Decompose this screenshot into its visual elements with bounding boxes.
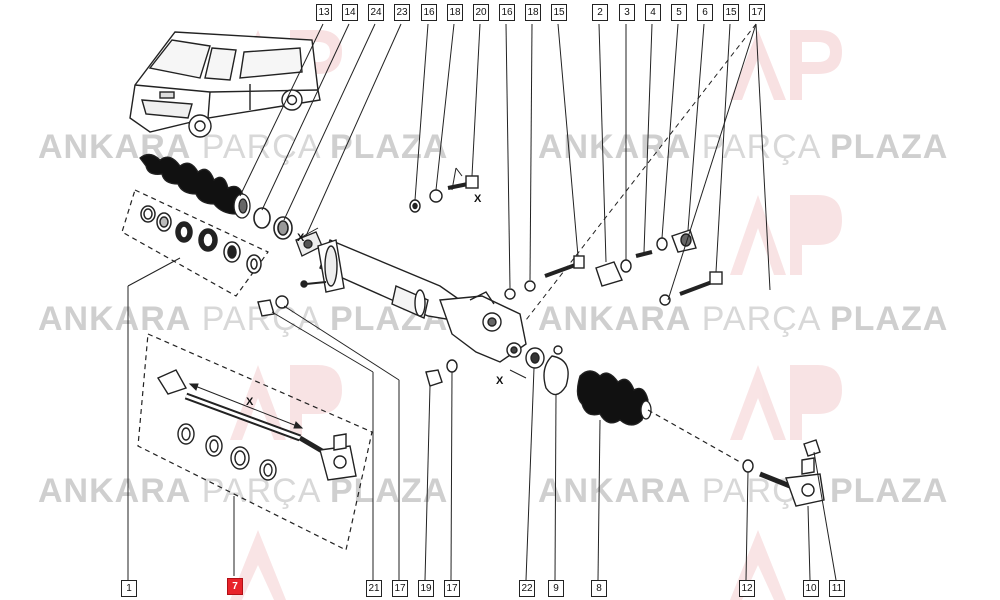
gasket [543,355,569,396]
part-callout[interactable]: 24 [368,4,384,21]
pinion-seal [525,347,545,369]
logo-watermark-icon [730,30,842,100]
part-callout[interactable]: 17 [749,4,765,21]
part-callout[interactable]: 16 [499,4,515,21]
part-callout[interactable]: 13 [316,4,332,21]
leader-lines [127,257,837,581]
part-callout[interactable]: 15 [723,4,739,21]
tie-rod-nut-right [742,459,754,473]
part-callout[interactable]: 11 [829,580,845,597]
dimension-arrow [299,167,527,379]
part-callout[interactable]: 8 [591,580,607,597]
castle-nut [803,439,821,457]
boot-clip-ring [253,207,293,240]
part-callout[interactable]: 10 [803,580,819,597]
gasket-tab [553,345,563,355]
logo-watermark-icon [230,365,342,440]
pinion-bolt-assembly [409,175,479,213]
tie-rod-end-right [759,457,825,507]
part-callout[interactable]: 1 [121,580,137,597]
part-callout[interactable]: 14 [342,4,358,21]
part-callout[interactable]: 17 [444,580,460,597]
part-callout[interactable]: 23 [394,4,410,21]
left-bellows [139,153,251,219]
part-callout[interactable]: 18 [447,4,463,21]
left-nut-assembly [257,295,289,317]
part-callout[interactable]: 2 [592,4,608,21]
part-callout[interactable]: 15 [551,4,567,21]
steering-rack-housing [300,239,527,363]
part-callout[interactable]: 22 [519,580,535,597]
tie-rod-kit-box [137,333,373,551]
part-callout[interactable]: 21 [366,580,382,597]
logo-watermark-icon [730,195,842,275]
right-bellows [576,370,652,426]
mounting-bolt [659,271,723,306]
part-callout[interactable]: 16 [421,4,437,21]
repair-kit-box-upper [121,189,269,297]
logo-watermark-icon [730,365,842,440]
part-callout[interactable]: 18 [525,4,541,21]
part-callout[interactable]: 12 [739,580,755,597]
dimension-label: X [297,232,305,244]
adjuster-bolt-assembly [504,255,585,300]
dimension-label: X [474,193,482,205]
dimension-label: X [246,396,254,408]
lower-nut-assembly [425,359,458,387]
part-callout[interactable]: 6 [697,4,713,21]
part-callout[interactable]: 9 [548,580,564,597]
logo-watermark-icon [230,530,786,600]
van-illustration [129,31,321,138]
part-callout-highlighted[interactable]: 7 [227,578,243,595]
dimension-label: X [496,375,504,387]
leader-lines [239,23,771,321]
part-callout[interactable]: 19 [418,580,434,597]
part-callout[interactable]: 5 [671,4,687,21]
part-callout[interactable]: 3 [619,4,635,21]
dimension-arrow [188,383,304,429]
part-callout[interactable]: 17 [392,580,408,597]
part-callout[interactable]: 20 [473,4,489,21]
part-callout[interactable]: 4 [645,4,661,21]
